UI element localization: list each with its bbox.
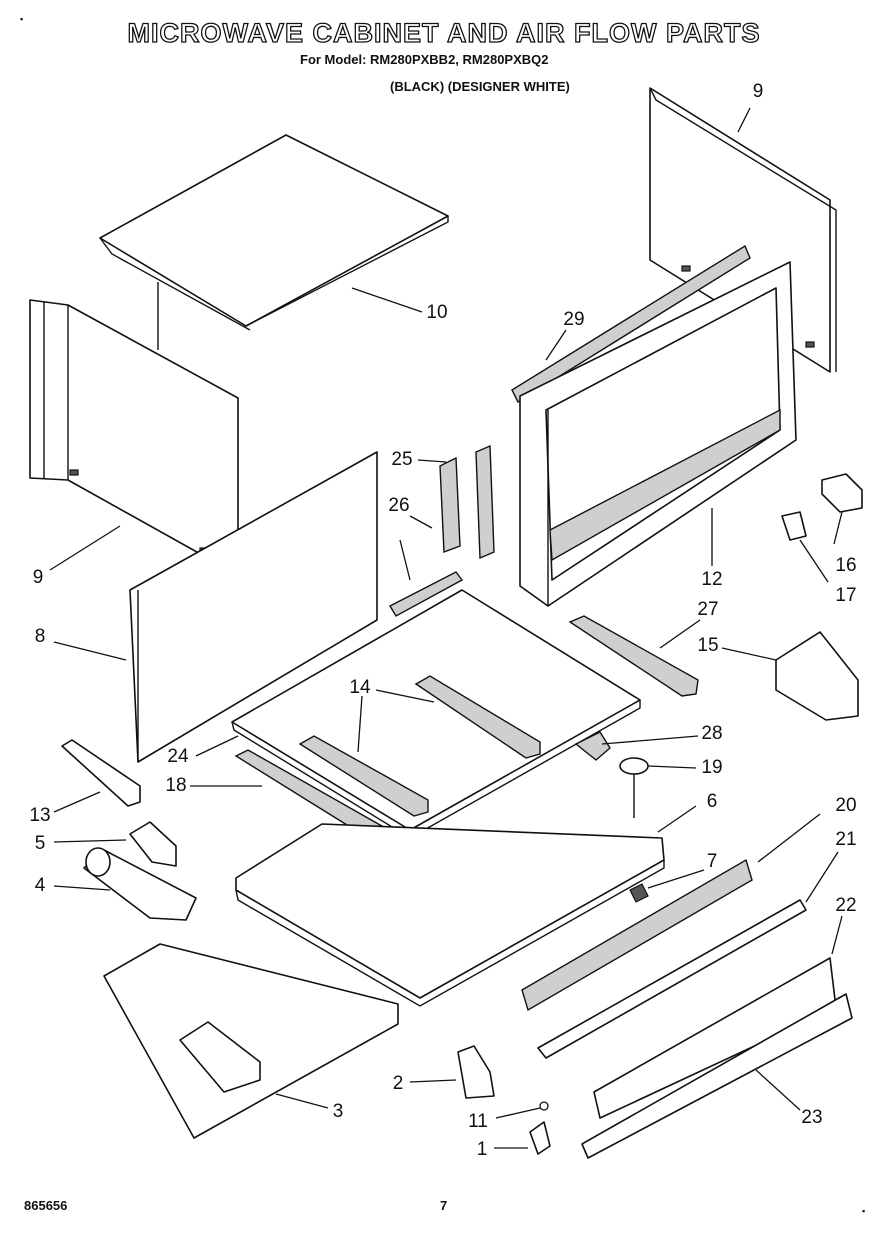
callout-16: 16 xyxy=(835,555,857,576)
callout-25: 25 xyxy=(391,449,413,470)
corner-mark-bottom-right: ▪ xyxy=(862,1206,866,1216)
part-6-bottom-pan xyxy=(235,823,665,1007)
part-19-grommet xyxy=(619,757,649,818)
callout-20: 20 xyxy=(835,795,857,816)
part-27-rail xyxy=(568,615,699,697)
part-11-screw xyxy=(539,1101,549,1111)
part-8-inner-panel xyxy=(129,451,378,763)
part-20-mesh xyxy=(521,858,753,1012)
callout-9-left: 9 xyxy=(32,567,44,588)
part-17-switch xyxy=(781,511,807,541)
leader-lines xyxy=(49,107,843,1149)
part-5-bracket xyxy=(129,821,177,867)
part-1-clip xyxy=(529,1121,551,1155)
part-14-rails xyxy=(298,675,541,817)
part-9-left-side-panel xyxy=(29,299,239,576)
callout-23: 23 xyxy=(801,1107,823,1128)
part-29-top-strip xyxy=(511,244,751,403)
part-23-base-rail xyxy=(581,993,853,1159)
callout-17: 17 xyxy=(835,585,857,606)
callout-1: 1 xyxy=(476,1139,488,1160)
callout-21: 21 xyxy=(835,829,857,850)
callout-2: 2 xyxy=(392,1073,404,1094)
callout-3: 3 xyxy=(332,1101,344,1122)
callout-4: 4 xyxy=(34,875,46,896)
part-2-bracket xyxy=(457,1045,495,1099)
part-4-nozzle xyxy=(83,847,197,921)
callout-19: 19 xyxy=(701,757,723,778)
callout-13: 13 xyxy=(29,805,51,826)
callout-10: 10 xyxy=(426,302,448,323)
part-13-bracket xyxy=(61,739,141,807)
callout-27: 27 xyxy=(697,599,719,620)
document-number: 865656 xyxy=(24,1198,68,1213)
callout-7: 7 xyxy=(706,851,718,872)
callout-6: 6 xyxy=(706,791,718,812)
part-7-nut xyxy=(629,883,649,903)
part-12-front-frame xyxy=(519,261,797,607)
callout-28: 28 xyxy=(701,723,723,744)
callout-12: 12 xyxy=(701,569,723,590)
part-26-strip xyxy=(389,571,464,617)
callout-15: 15 xyxy=(697,635,719,656)
callout-24: 24 xyxy=(167,746,189,767)
callout-8: 8 xyxy=(34,626,46,647)
part-16-block xyxy=(821,473,863,513)
model-line: For Model: RM280PXBB2, RM280PXBQ2 xyxy=(300,52,549,67)
part-3-bottom-tray xyxy=(103,943,399,1139)
callout-22: 22 xyxy=(835,895,857,916)
callout-26: 26 xyxy=(388,495,410,516)
part-25-strips xyxy=(439,444,495,560)
part-10-top-cover xyxy=(99,134,449,350)
callout-18: 18 xyxy=(165,775,187,796)
part-15-duct xyxy=(775,631,859,721)
callout-11: 11 xyxy=(468,1111,488,1132)
finish-line: (BLACK) (DESIGNER WHITE) xyxy=(390,79,570,94)
callout-29: 29 xyxy=(563,309,585,330)
part-28-block xyxy=(574,731,611,761)
page-number: 7 xyxy=(440,1198,448,1213)
part-21-rail xyxy=(537,899,807,1059)
page-title: MICROWAVE CABINET AND AIR FLOW PARTS xyxy=(127,17,761,48)
callout-5: 5 xyxy=(34,833,46,854)
callout-9-right: 9 xyxy=(752,81,764,102)
corner-mark-top-left: ▪ xyxy=(20,14,24,24)
callout-14: 14 xyxy=(349,677,371,698)
